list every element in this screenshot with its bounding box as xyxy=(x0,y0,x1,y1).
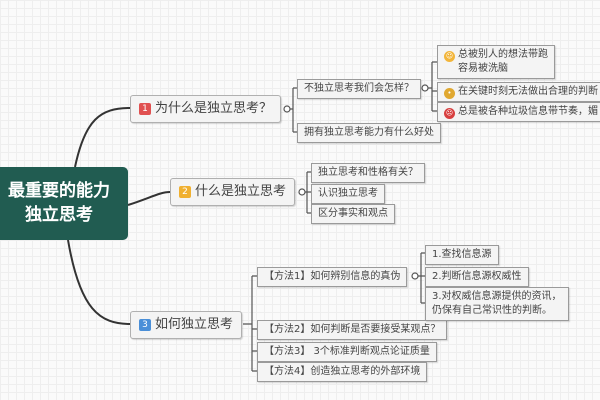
branch-label: 如何独立思考 xyxy=(155,317,234,332)
topic-node[interactable]: 【方法4】创造独立思考的外部环境 xyxy=(257,362,428,382)
topic-node[interactable]: 区分事实和观点 xyxy=(311,204,395,224)
topic-node[interactable]: 不独立思考我们会怎样？ xyxy=(297,79,421,99)
topic-node[interactable]: 【方法3】 3个标准判断观点论证质量 xyxy=(257,342,437,362)
branch-node-3[interactable]: 3 如何独立思考 xyxy=(130,311,243,339)
topic-node[interactable]: 【方法2】如何判断是否要接受某观点？ xyxy=(257,320,448,340)
branch-node-1[interactable]: 1 为什么是独立思考？ xyxy=(130,95,282,123)
topic-node[interactable]: 【方法1】如何辨别信息的真伪 xyxy=(257,267,408,287)
topic-line: 仍保有自己常识性的判断。 xyxy=(432,305,552,316)
topic-node[interactable]: 2.判断信息源权威性 xyxy=(425,267,529,287)
topic-line: 容易被洗脑 xyxy=(458,63,508,74)
topic-node[interactable]: ☹总是被各种垃圾信息带节奏，媚 xyxy=(437,102,600,122)
neutral-face-icon: • xyxy=(444,88,455,99)
priority-2-badge: 2 xyxy=(179,186,191,198)
topic-node[interactable]: 独立思考和性格有关？ xyxy=(311,163,425,183)
branch-node-2[interactable]: 2 什么是独立思考 xyxy=(170,178,296,206)
smiley-icon: ☺ xyxy=(444,51,455,62)
sad-face-icon: ☹ xyxy=(444,108,455,119)
topic-node[interactable]: 1.查找信息源 xyxy=(425,245,499,265)
topic-line: 总被别人的想法带跑 xyxy=(458,49,548,60)
root-node[interactable]: 最重要的能力 独立思考 xyxy=(0,167,128,240)
topic-node[interactable]: 拥有独立思考能力有什么好处 xyxy=(297,123,441,143)
topic-label: 在关键时刻无法做出合理的判断 xyxy=(458,86,598,97)
branch-label: 什么是独立思考 xyxy=(195,184,287,199)
topic-node[interactable]: 3.对权威信息源提供的资讯， 仍保有自己常识性的判断。 xyxy=(425,287,569,321)
priority-3-badge: 3 xyxy=(139,319,151,331)
topic-node[interactable]: •在关键时刻无法做出合理的判断 xyxy=(437,82,600,102)
root-title-line1: 最重要的能力 xyxy=(8,181,110,201)
priority-1-badge: 1 xyxy=(139,103,151,115)
root-title-line2: 独立思考 xyxy=(25,205,93,225)
topic-line: 3.对权威信息源提供的资讯， xyxy=(432,291,562,302)
topic-node[interactable]: 认识独立思考 xyxy=(311,184,385,204)
branch-label: 为什么是独立思考？ xyxy=(155,101,273,116)
topic-node[interactable]: ☺总被别人的想法带跑 容易被洗脑 xyxy=(437,45,555,79)
topic-label: 总是被各种垃圾信息带节奏，媚 xyxy=(458,106,598,117)
